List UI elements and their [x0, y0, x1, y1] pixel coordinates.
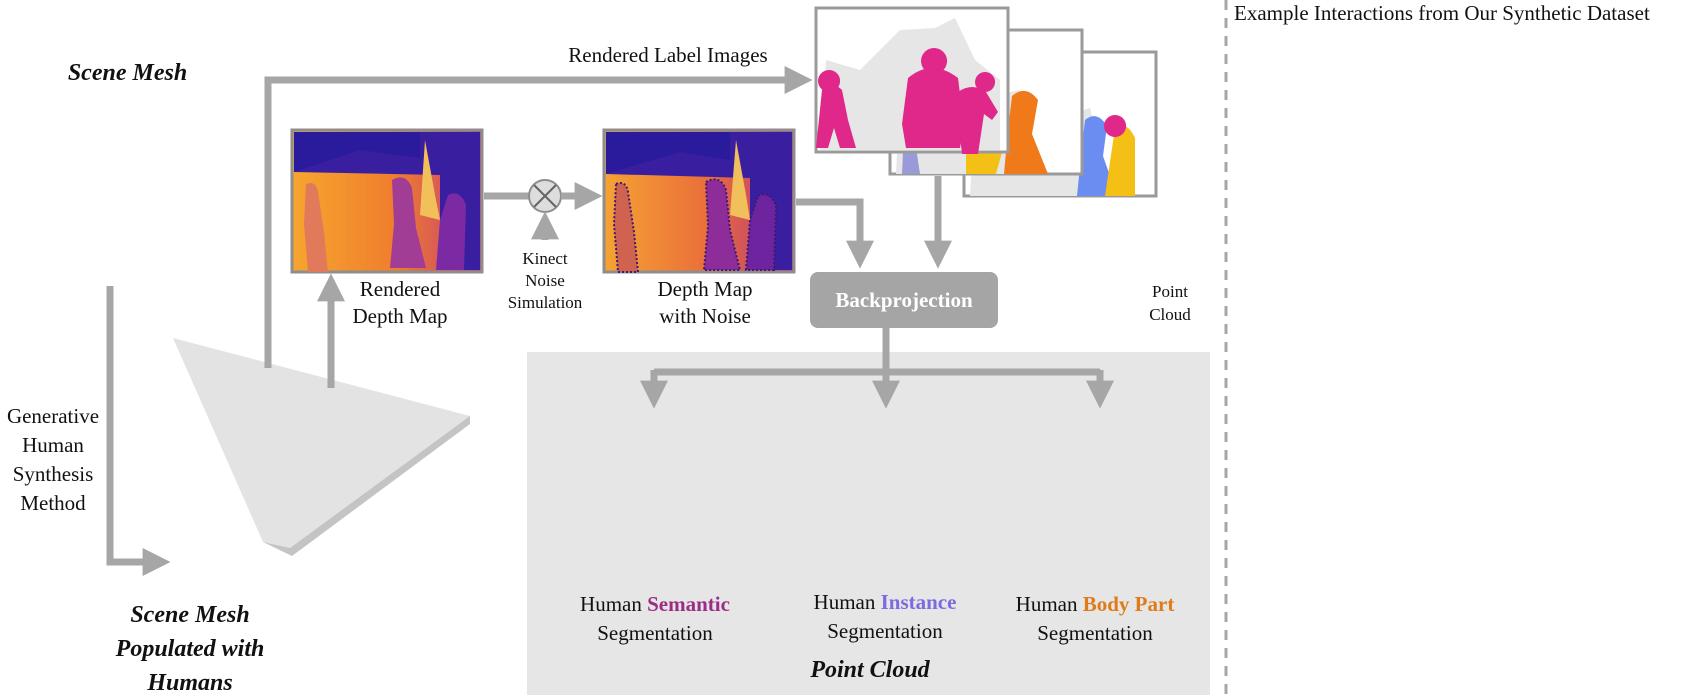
semantic-segmentation-label: Human Semantic Segmentation: [550, 590, 760, 648]
rendered-depth-map-image: [290, 128, 484, 274]
rendered-label-images-label: Rendered Label Images: [568, 43, 768, 67]
rendered-depth-line-1: Rendered: [359, 277, 441, 301]
scene-mesh-title: Scene Mesh: [67, 60, 188, 86]
generative-arrow: [106, 286, 171, 576]
bodypart-prefix: Human: [1015, 592, 1083, 616]
instance-line-1: Human Instance: [780, 588, 990, 617]
label-images-arrow: [264, 66, 813, 368]
populated-line-2: Populated with: [115, 636, 265, 662]
example-interactions-title: Example Interactions from Our Synthetic …: [1234, 1, 1650, 25]
point-cloud-panel: [527, 352, 1210, 695]
depth-map-noise-label: Depth Map with Noise: [635, 276, 775, 330]
label-image-stack: [814, 6, 1158, 198]
rendered-depth-line-2: Depth Map: [352, 304, 448, 328]
kinect-line-3: Simulation: [507, 293, 583, 312]
bodypart-keyword: Body Part: [1082, 592, 1175, 616]
generative-line-1: Generative: [6, 404, 100, 428]
kinect-noise-label: Kinect Noise Simulation: [490, 248, 600, 314]
scene-mesh-populated-title: Scene Mesh Populated with Humans: [90, 598, 290, 700]
bodypart-segmentation-label: Human Body Part Segmentation: [990, 590, 1200, 648]
generative-line-3: Synthesis: [12, 462, 94, 486]
backprojection-box: Backprojection: [810, 272, 998, 328]
populated-line-1: Scene Mesh: [130, 602, 250, 628]
instance-suffix: Segmentation: [827, 619, 943, 643]
noise-depth-line-1: Depth Map: [657, 277, 753, 301]
noisy-to-backprojection-arrow: [796, 198, 874, 269]
instance-prefix: Human: [813, 590, 881, 614]
noisy-depth-map-image: [602, 128, 796, 274]
generative-line-2: Human: [22, 433, 84, 457]
point-cloud-small-label: Point Cloud: [1130, 280, 1210, 326]
scene-mesh-wedge: [173, 338, 470, 556]
semantic-prefix: Human: [580, 592, 648, 616]
instance-keyword: Instance: [880, 590, 957, 614]
kinect-line-1: Kinect: [522, 249, 568, 268]
bodypart-suffix: Segmentation: [1037, 621, 1153, 645]
populated-line-3: Humans: [147, 670, 233, 696]
semantic-keyword: Semantic: [647, 592, 730, 616]
instance-segmentation-label: Human Instance Segmentation: [780, 588, 990, 646]
rendered-depth-map-label: Rendered Depth Map: [330, 276, 470, 330]
semantic-suffix: Segmentation: [597, 621, 713, 645]
point-cloud-line-2: Cloud: [1149, 305, 1191, 324]
bodypart-line-1: Human Body Part: [990, 590, 1200, 619]
generative-line-4: Method: [20, 491, 86, 515]
point-cloud-title: Point Cloud: [810, 657, 930, 683]
point-cloud-line-1: Point: [1152, 282, 1188, 301]
noise-depth-line-2: with Noise: [659, 304, 751, 328]
semantic-line-1: Human Semantic: [550, 590, 760, 619]
generative-method-label: Generative Human Synthesis Method: [0, 402, 106, 518]
kinect-line-2: Noise: [525, 271, 565, 290]
